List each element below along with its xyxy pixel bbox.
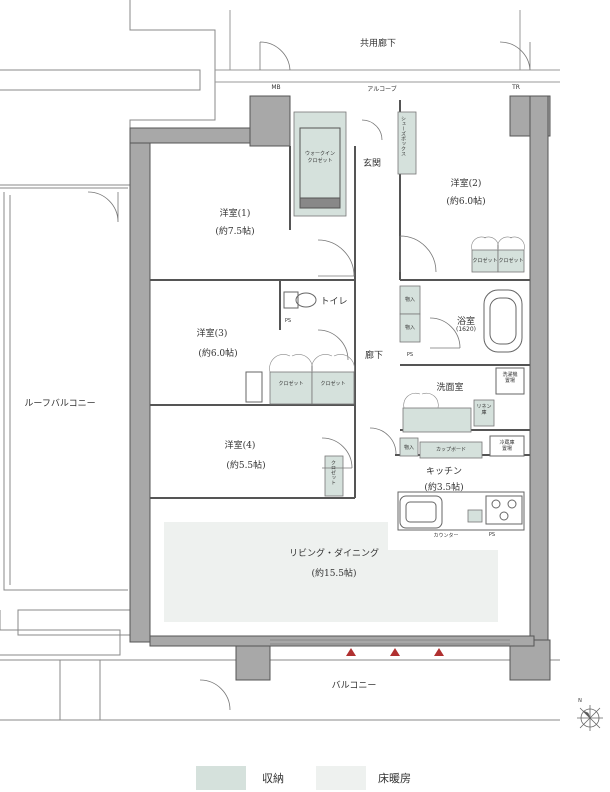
counter-label: カウンター — [433, 533, 459, 539]
counter-storage — [467, 509, 483, 523]
closet-room3-a — [269, 371, 313, 405]
fixtures — [245, 289, 525, 531]
roof-balcony — [0, 0, 560, 721]
closet-door-arcs — [269, 236, 525, 409]
room1-name: 洋室(1) — [219, 209, 251, 219]
exterior-walls — [129, 95, 551, 681]
linen-storage — [473, 399, 495, 427]
closet-room3-b — [311, 371, 355, 405]
roof-balcony-label: ルーフバルコニー — [24, 399, 96, 409]
washer-label: 洗濯機 置場 — [502, 372, 518, 384]
tr-label: TR — [512, 84, 520, 91]
floor-heating-dining — [388, 550, 498, 622]
ps-hall-label: PS — [406, 352, 414, 358]
bathtub — [483, 289, 523, 353]
closet-room3-b-label: クロゼット — [320, 381, 346, 387]
kitchen-size: (約3.5帖) — [424, 483, 464, 493]
kitchen-name: キッチン — [425, 467, 463, 477]
sink — [399, 495, 443, 529]
vent-markers — [346, 648, 444, 656]
linen-label: リネン 庫 — [476, 404, 492, 416]
closet-room4 — [324, 455, 344, 497]
storage-kitchen — [399, 437, 419, 457]
legend-swatch-floor-heating — [316, 766, 366, 790]
floor-heating-living — [164, 522, 388, 622]
balcony-label: バルコニー — [331, 681, 377, 691]
legend-swatch-storage — [196, 766, 246, 790]
door-swings — [87, 41, 531, 711]
room1-size: (約7.5帖) — [215, 227, 255, 237]
alcove-label: アルコーブ — [367, 86, 397, 93]
south-windows — [270, 639, 510, 645]
north-arrow-icon — [577, 705, 603, 731]
room4-name: 洋室(4) — [224, 441, 256, 451]
washroom-label: 洗面室 — [436, 383, 464, 393]
entrance-label: 玄関 — [362, 159, 382, 169]
living-size: (約15.5帖) — [311, 569, 357, 579]
ps-kitchen-label: PS — [488, 532, 496, 538]
legend-label-floor-heating: 床暖房 — [378, 772, 411, 785]
ps-toilet-label: PS — [284, 318, 292, 324]
room2-size: (約6.0帖) — [446, 197, 486, 207]
hallway-label: 廊下 — [364, 351, 384, 361]
mb-label: MB — [271, 84, 281, 91]
storage-hall-b — [399, 313, 421, 343]
bath-name: 浴室 — [456, 317, 476, 327]
storage-hall-a-label: 物入 — [404, 297, 416, 303]
corridor-lines — [215, 10, 560, 83]
cupboard — [419, 441, 483, 459]
legend-label-storage: 収納 — [262, 772, 284, 785]
closet-room2-b — [497, 249, 525, 273]
shoes-box-label: シューズボックス — [400, 116, 406, 156]
storage-kitchen-label: 物入 — [403, 445, 415, 451]
toilet-label: トイレ — [320, 297, 348, 307]
floor-heating-areas — [164, 522, 498, 622]
washroom-storage — [402, 407, 472, 433]
room4-size: (約5.5帖) — [226, 461, 266, 471]
closet-room2-a-label: クロゼット — [472, 258, 498, 264]
bath-size: (1620) — [456, 326, 476, 333]
fridge-label: 冷蔵庫 置場 — [499, 440, 515, 452]
closet-room3-a-label: クロゼット — [278, 381, 304, 387]
washer-box — [495, 367, 525, 395]
cupboard-label: カップボード — [435, 447, 467, 453]
fridge-box — [489, 435, 525, 457]
north-label: N — [578, 698, 582, 704]
toilet-fixture — [283, 291, 299, 309]
shoes-box — [397, 111, 417, 175]
wic-label: ウォークイン クロゼット — [304, 151, 336, 164]
storage-hall-b-label: 物入 — [404, 325, 416, 331]
living-name: リビング・ダイニング — [288, 549, 380, 559]
room2-name: 洋室(2) — [450, 179, 482, 189]
closet-room2-b-label: クロゼット — [498, 258, 524, 264]
counter — [397, 491, 525, 531]
room3-size: (約6.0帖) — [198, 349, 238, 359]
closet-room4-label: クロゼット — [330, 460, 336, 485]
room3-name: 洋室(3) — [196, 329, 228, 339]
wic-hatch — [299, 127, 341, 209]
common-corridor-label: 共用廊下 — [359, 39, 397, 49]
room3-box — [245, 371, 263, 403]
